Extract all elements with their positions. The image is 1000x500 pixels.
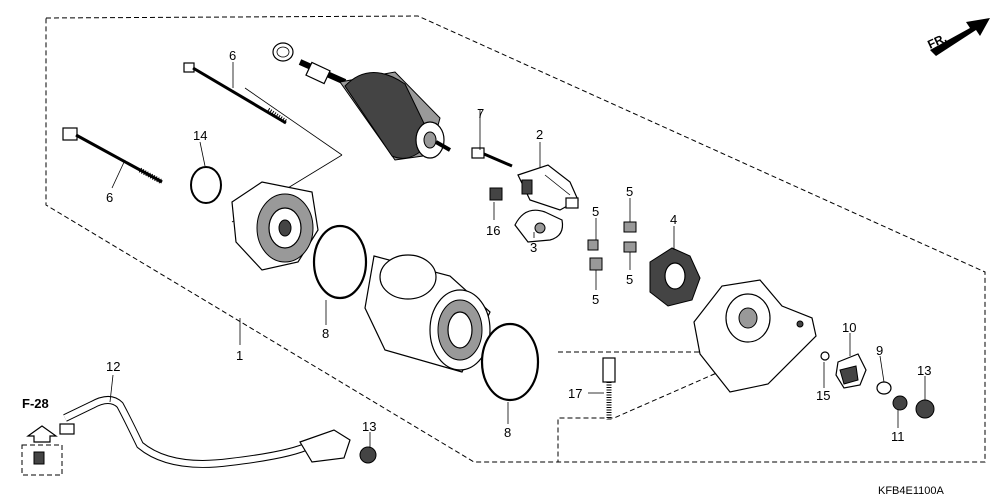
callout-5-b: 5 [592, 204, 599, 219]
mounting-bolt-17 [602, 357, 616, 420]
rear-cover [693, 279, 817, 393]
callout-15: 15 [816, 388, 830, 403]
callout-8-lower: 8 [504, 425, 511, 440]
nut-16 [489, 187, 503, 201]
brush-plate [514, 209, 564, 243]
leader-lines [109, 62, 926, 448]
reference-box [21, 425, 63, 476]
nut-13-lower [359, 446, 377, 464]
front-direction-arrow-icon [930, 18, 990, 56]
callout-3: 3 [530, 240, 537, 255]
armature-holder [649, 247, 701, 307]
o-ring-14 [190, 166, 222, 204]
callout-14: 14 [193, 128, 207, 143]
starter-cable [59, 396, 351, 468]
callout-5-d: 5 [626, 272, 633, 287]
callout-13-lower: 13 [362, 419, 376, 434]
callout-5-c: 5 [592, 292, 599, 307]
brush-spring-1 [587, 239, 599, 251]
callout-13-right: 13 [917, 363, 931, 378]
snap-ring [272, 42, 294, 62]
callout-4: 4 [670, 212, 677, 227]
callout-17: 17 [568, 386, 582, 401]
brush-spring-2 [589, 257, 603, 271]
callout-1: 1 [236, 348, 243, 363]
callout-7: 7 [477, 106, 484, 121]
bolt-17-boundary [557, 351, 729, 462]
terminal-screw [471, 147, 513, 168]
assembly-boundary [45, 15, 986, 463]
callout-12: 12 [106, 359, 120, 374]
callout-5-a: 5 [626, 184, 633, 199]
front-cover [231, 181, 319, 271]
brush-spring-4 [623, 241, 637, 253]
callout-9: 9 [876, 343, 883, 358]
o-ring-8-lower [480, 322, 540, 402]
nut-13-right [915, 399, 935, 419]
through-bolt-upper [183, 62, 288, 125]
callout-6-upper: 6 [229, 48, 236, 63]
callout-10: 10 [842, 320, 856, 335]
callout-8-upper: 8 [322, 326, 329, 341]
reference-label: F-28 [22, 396, 49, 411]
washer-9 [876, 381, 892, 395]
callout-2: 2 [536, 127, 543, 142]
washer-15 [820, 351, 830, 361]
brush-spring-3 [623, 221, 637, 233]
callout-16: 16 [486, 223, 500, 238]
diagram-code: KFB4E1100A [878, 485, 945, 497]
washer-11 [892, 395, 908, 411]
callout-6-lower: 6 [106, 190, 113, 205]
insulator-10 [835, 353, 867, 389]
through-bolt-lower [62, 127, 164, 185]
motor-case [364, 254, 491, 373]
armature [298, 59, 451, 161]
callout-11: 11 [891, 429, 905, 444]
brush-holder [517, 164, 579, 211]
o-ring-8-upper [312, 224, 368, 300]
